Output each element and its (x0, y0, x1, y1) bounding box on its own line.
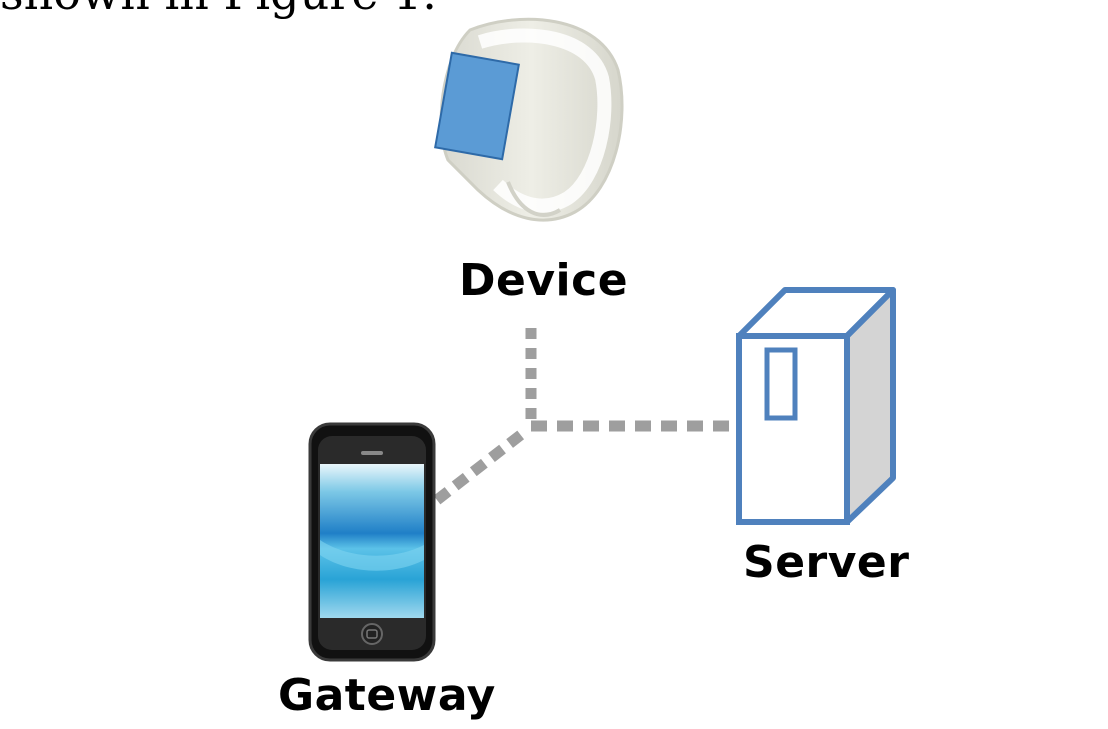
server-cabinet-icon (736, 287, 896, 525)
server-label: Server (743, 537, 910, 588)
smartphone-icon (308, 422, 436, 662)
device-label: Device (459, 255, 629, 306)
link-gateway-hub (433, 425, 531, 505)
top-caption: shown in Figure 1. (0, 0, 437, 20)
wristband-icon (434, 17, 624, 222)
gateway-label: Gateway (278, 670, 496, 721)
